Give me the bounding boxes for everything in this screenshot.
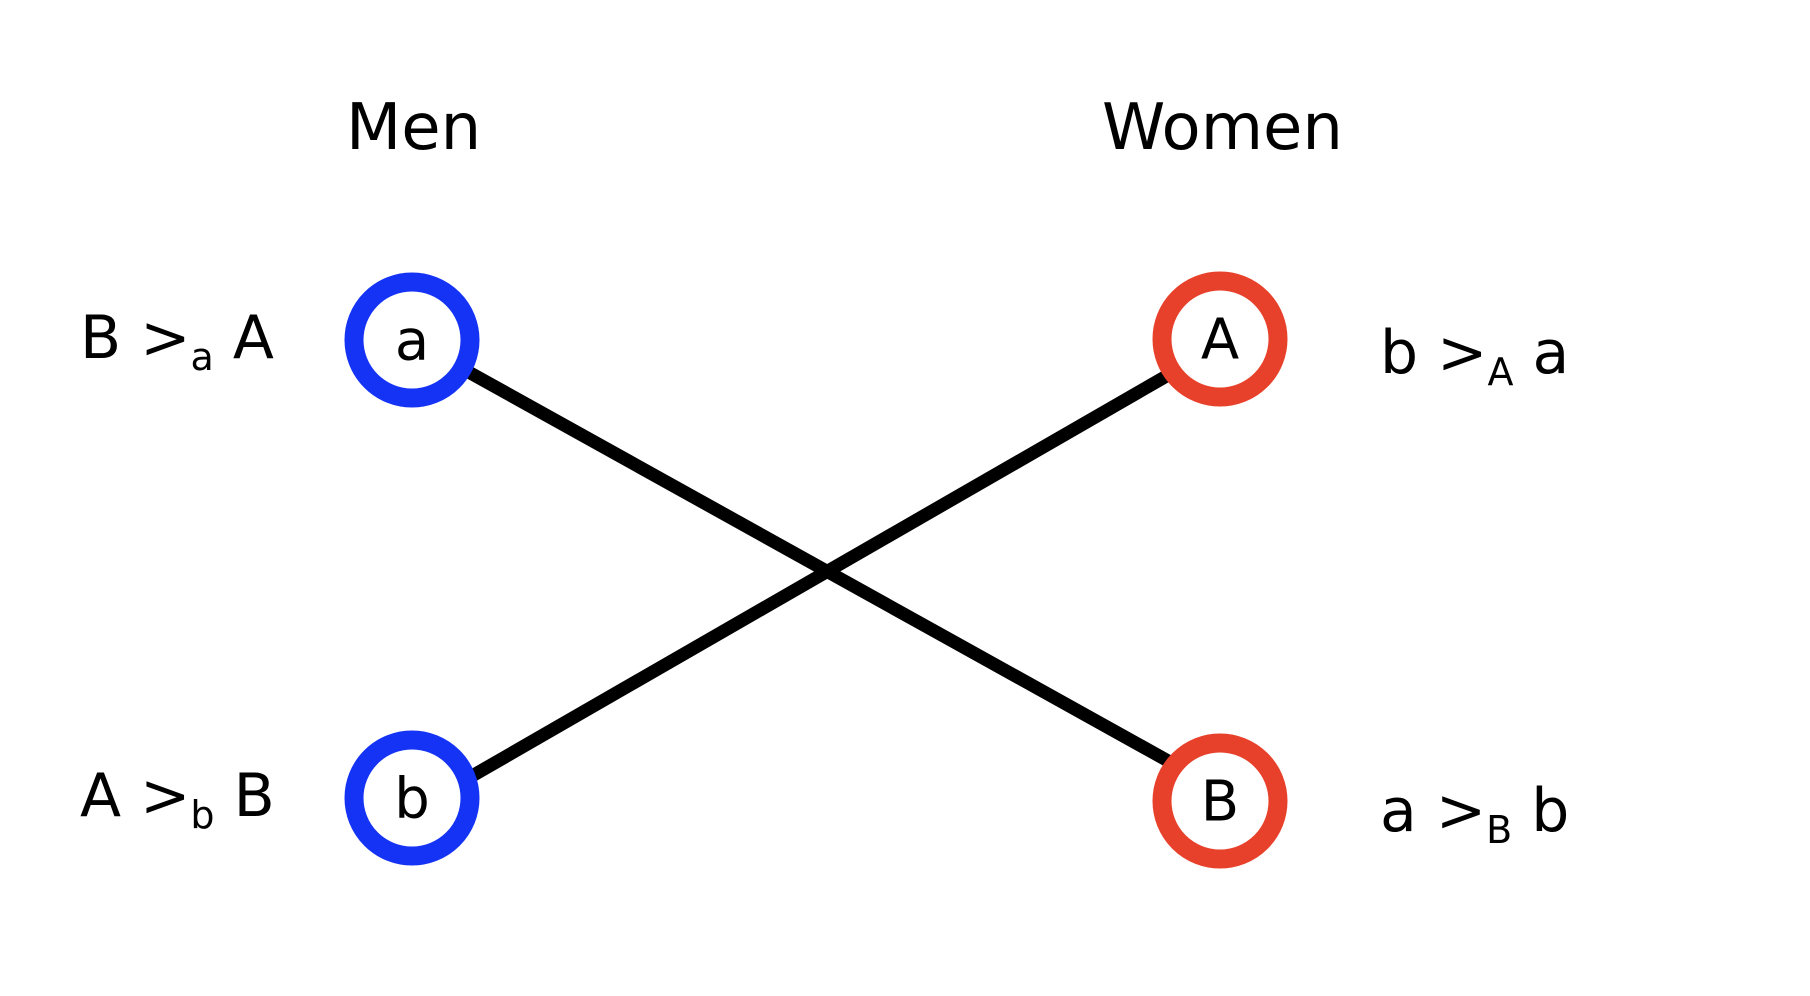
node-b-label: b [394,767,430,832]
preference-B-subscript: B [1486,808,1513,852]
preference-b-first: A [80,761,122,831]
preference-A-subscript: A [1487,350,1514,394]
preference-b-second: B [233,761,275,831]
men-heading: Men [346,91,482,165]
preference-B-first: a [1380,776,1417,846]
node-b: b [344,730,480,866]
preference-b-subscript: b [190,793,215,837]
preference-a-relation: > [140,303,191,373]
node-B-label: B [1201,770,1239,835]
preference-a-second: A [232,303,274,373]
edge-a-B [461,364,1174,768]
preference-B-relation: > [1435,776,1487,846]
women-heading: Women [1102,91,1343,165]
edge-b-A [468,368,1174,782]
preference-b: A >b B [80,761,275,834]
preference-A: b >A a [1380,318,1570,391]
preference-A-second: a [1532,318,1570,388]
preference-B-second: b [1531,776,1570,846]
node-a-label: a [395,309,429,374]
preference-a-first: B [80,303,122,373]
preference-a: B >a A [80,303,274,376]
node-A: A [1152,271,1288,407]
node-B: B [1152,733,1288,869]
preference-A-first: b [1380,318,1419,388]
preference-b-relation: > [140,761,191,831]
node-a: a [344,272,480,408]
preference-B: a >B b [1380,776,1570,849]
preference-A-relation: > [1437,318,1488,388]
preference-a-subscript: a [190,335,214,379]
node-A-label: A [1201,308,1239,373]
